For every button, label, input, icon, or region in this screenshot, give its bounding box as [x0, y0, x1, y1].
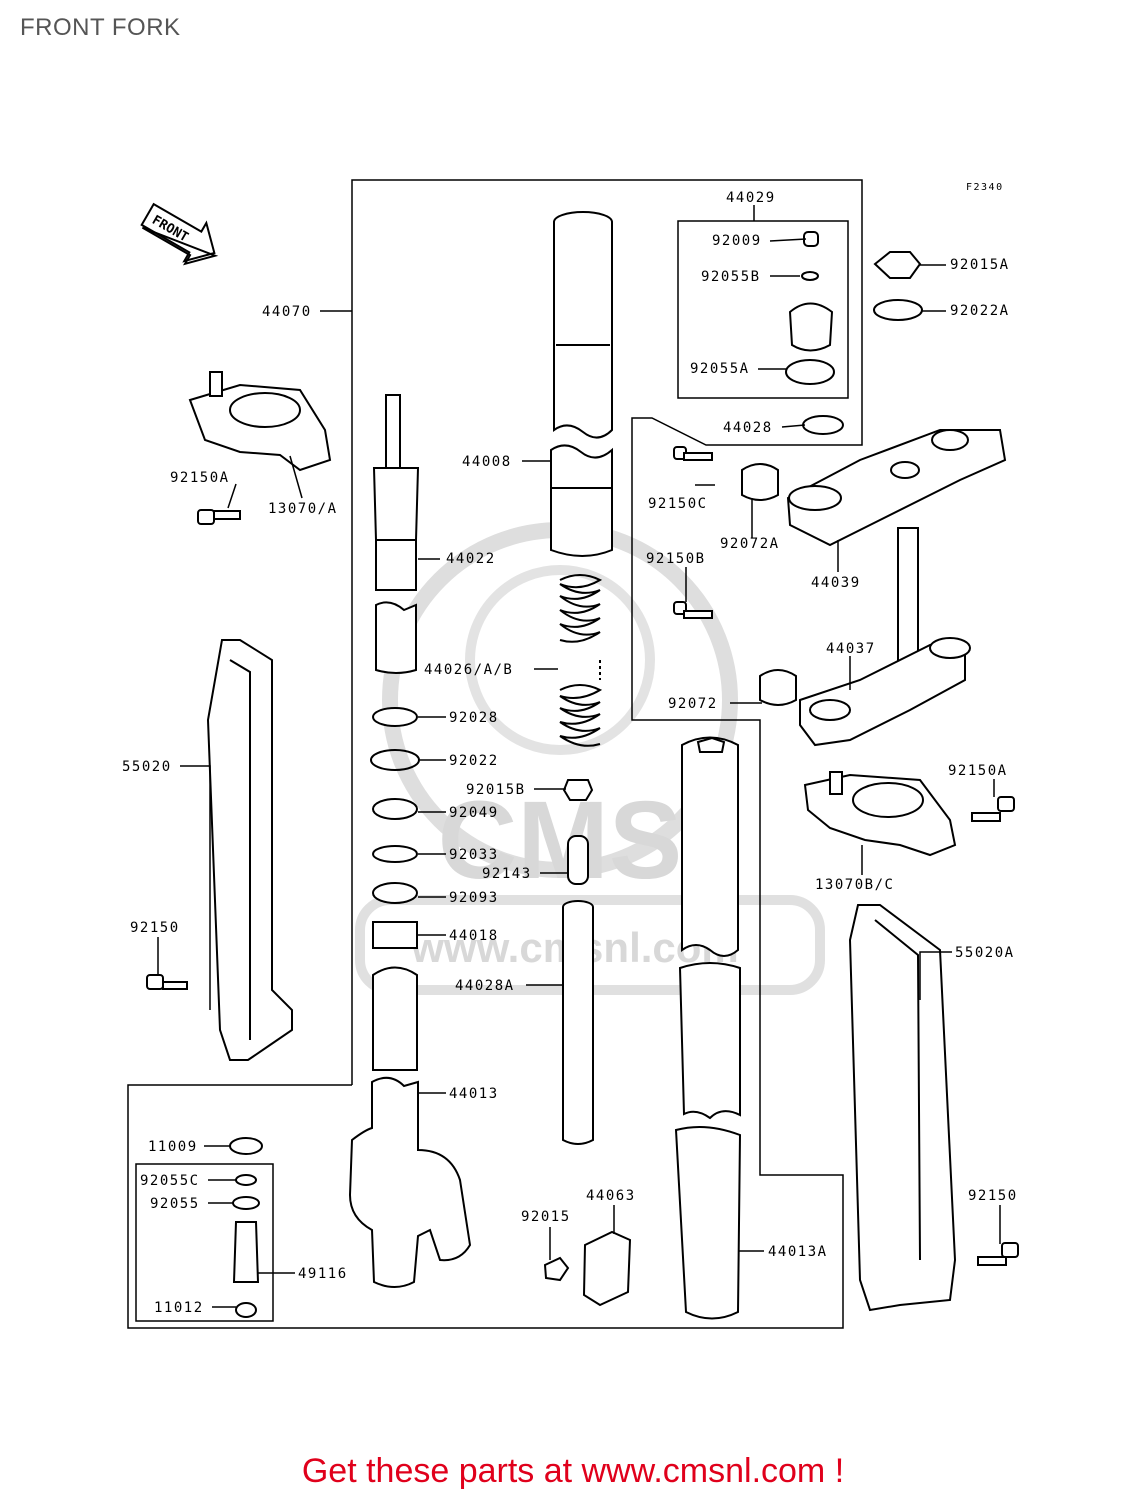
label-92028: 92028	[449, 710, 499, 726]
fork-spring	[559, 574, 603, 747]
upper-triple-clamp	[786, 429, 1007, 547]
right-fork-assembly	[674, 736, 742, 1320]
label-44013A: 44013A	[768, 1244, 828, 1260]
label-44008: 44008	[462, 454, 512, 470]
label-44063: 44063	[586, 1188, 636, 1204]
label-55020A: 55020A	[955, 945, 1015, 961]
label-92015A: 92015A	[950, 257, 1010, 273]
label-92009: 92009	[712, 233, 762, 249]
leader-lines	[157, 205, 1001, 1308]
label-13070A: 13070/A	[268, 501, 338, 517]
label-11009: 11009	[148, 1139, 198, 1155]
damper-rod	[372, 394, 420, 674]
parts-drawing	[146, 211, 1019, 1320]
label-49116: 49116	[298, 1266, 348, 1282]
label-44039: 44039	[811, 575, 861, 591]
label-13070BC: 13070B/C	[815, 877, 894, 893]
label-92055: 92055	[150, 1196, 200, 1212]
watermark-logo: CMS	[438, 779, 682, 902]
label-92055C: 92055C	[140, 1173, 200, 1189]
label-92015B: 92015B	[466, 782, 526, 798]
label-44018: 44018	[449, 928, 499, 944]
label-44026AB: 44026/A/B	[424, 662, 513, 678]
label-92055B: 92055B	[701, 269, 761, 285]
label-92022A: 92022A	[950, 303, 1010, 319]
outer-tube-left	[348, 1076, 472, 1288]
guard-clamp-left	[188, 371, 332, 472]
label-92150B: 92150B	[646, 551, 706, 567]
label-44037: 44037	[826, 641, 876, 657]
label-44070: 44070	[262, 304, 312, 320]
inner-tube	[550, 211, 613, 557]
axle-holder	[543, 1230, 632, 1307]
cmsnl-link[interactable]: Get these parts at www.cmsnl.com !	[301, 1452, 845, 1490]
label-92150C: 92150C	[648, 496, 708, 512]
label-11012: 11012	[154, 1300, 204, 1316]
label-44013: 44013	[449, 1086, 499, 1102]
label-55020: 55020	[122, 759, 172, 775]
pinch-clamps	[741, 463, 797, 706]
fork-guard-left	[206, 639, 293, 1061]
label-92033: 92033	[449, 847, 499, 863]
label-44028: 44028	[723, 420, 773, 436]
fork-guard-right	[848, 904, 957, 1312]
label-44029: 44029	[726, 190, 776, 206]
label-92015: 92015	[521, 1209, 571, 1225]
seal-stack	[370, 707, 420, 1071]
label-92150A-left: 92150A	[170, 470, 230, 486]
bolts	[146, 446, 1019, 1266]
drain-assembly	[229, 1137, 263, 1318]
label-92055A: 92055A	[690, 361, 750, 377]
cap-bolt-group	[785, 231, 923, 435]
label-92150-right: 92150	[968, 1188, 1018, 1204]
part-labels: F2340 44029 92009 92055B 92055A 44028 92…	[122, 182, 1018, 1316]
label-92072A: 92072A	[720, 536, 780, 552]
page-title: FRONT FORK	[20, 14, 181, 41]
figure-code: F2340	[966, 182, 1004, 193]
guard-clamp-right	[803, 771, 957, 857]
label-44022: 44022	[446, 551, 496, 567]
label-92072: 92072	[668, 696, 718, 712]
assembly-frame	[127, 179, 863, 1329]
label-92093: 92093	[449, 890, 499, 906]
label-92150-left: 92150	[130, 920, 180, 936]
front-arrow: FRONT	[140, 202, 219, 266]
label-92150A-right: 92150A	[948, 763, 1008, 779]
label-92143: 92143	[482, 866, 532, 882]
label-44028A: 44028A	[455, 978, 515, 994]
label-92022: 92022	[449, 753, 499, 769]
cartridge	[562, 779, 594, 1145]
lower-triple-clamp	[799, 527, 971, 747]
label-92049: 92049	[449, 805, 499, 821]
